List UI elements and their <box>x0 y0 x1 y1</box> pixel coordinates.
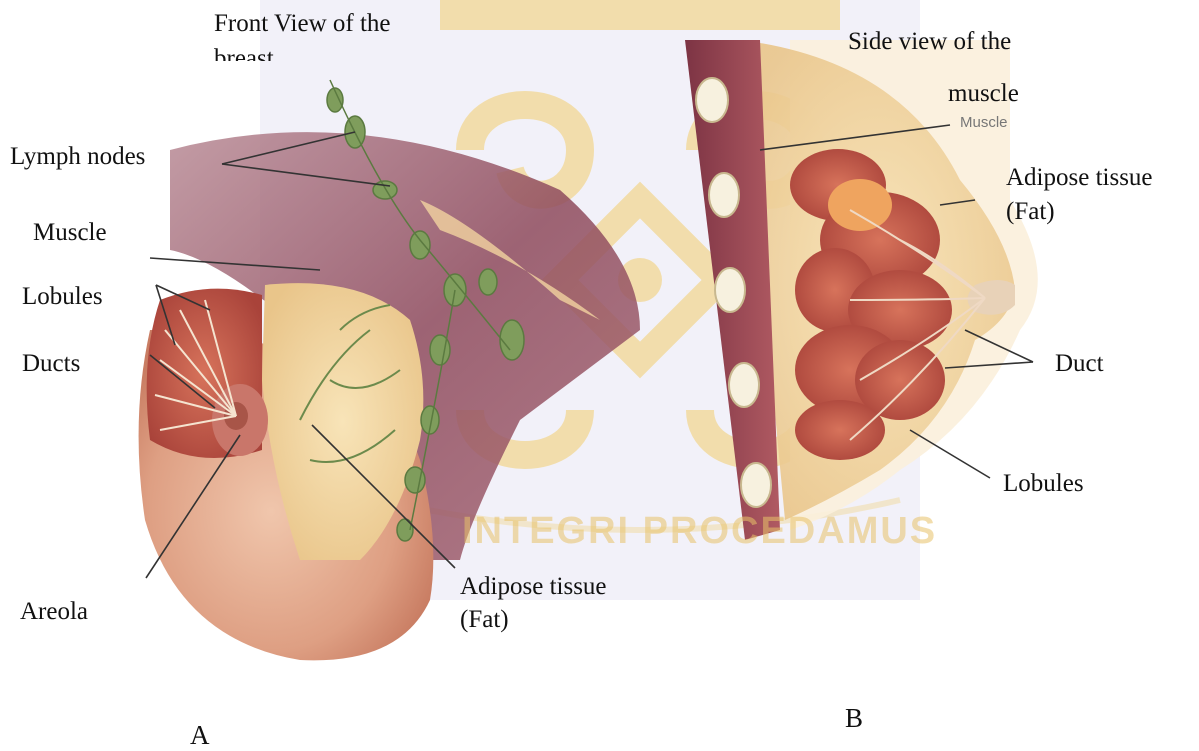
label-lymph-nodes: Lymph nodes <box>10 143 145 172</box>
label-muscle-side-faint: Muscle <box>960 114 1008 131</box>
side-view-heading: Side view of the <box>848 28 1011 57</box>
front-view-heading-cut: breast <box>214 39 334 61</box>
label-ducts: Ducts <box>22 350 80 379</box>
label-muscle-front: Muscle <box>33 219 107 248</box>
label-areola: Areola <box>20 598 88 627</box>
label-lobules-side: Lobules <box>1003 470 1084 499</box>
front-breast <box>139 283 434 660</box>
label-muscle-side: muscle <box>948 80 1019 109</box>
watermark-motto: INTEGRI PROCEDAMUS <box>462 510 937 553</box>
label-adipose-side-2: (Fat) <box>1006 198 1055 227</box>
label-lobules-front: Lobules <box>22 283 103 312</box>
label-adipose-side-1: Adipose tissue <box>1006 164 1153 193</box>
label-adipose-front-1: Adipose tissue <box>460 573 607 602</box>
panel-letter-b: B <box>845 703 863 734</box>
panel-letter-a: A <box>190 720 210 751</box>
label-adipose-front-2: (Fat) <box>460 606 509 635</box>
front-view-heading: Front View of the <box>214 10 391 39</box>
label-duct: Duct <box>1055 350 1104 379</box>
